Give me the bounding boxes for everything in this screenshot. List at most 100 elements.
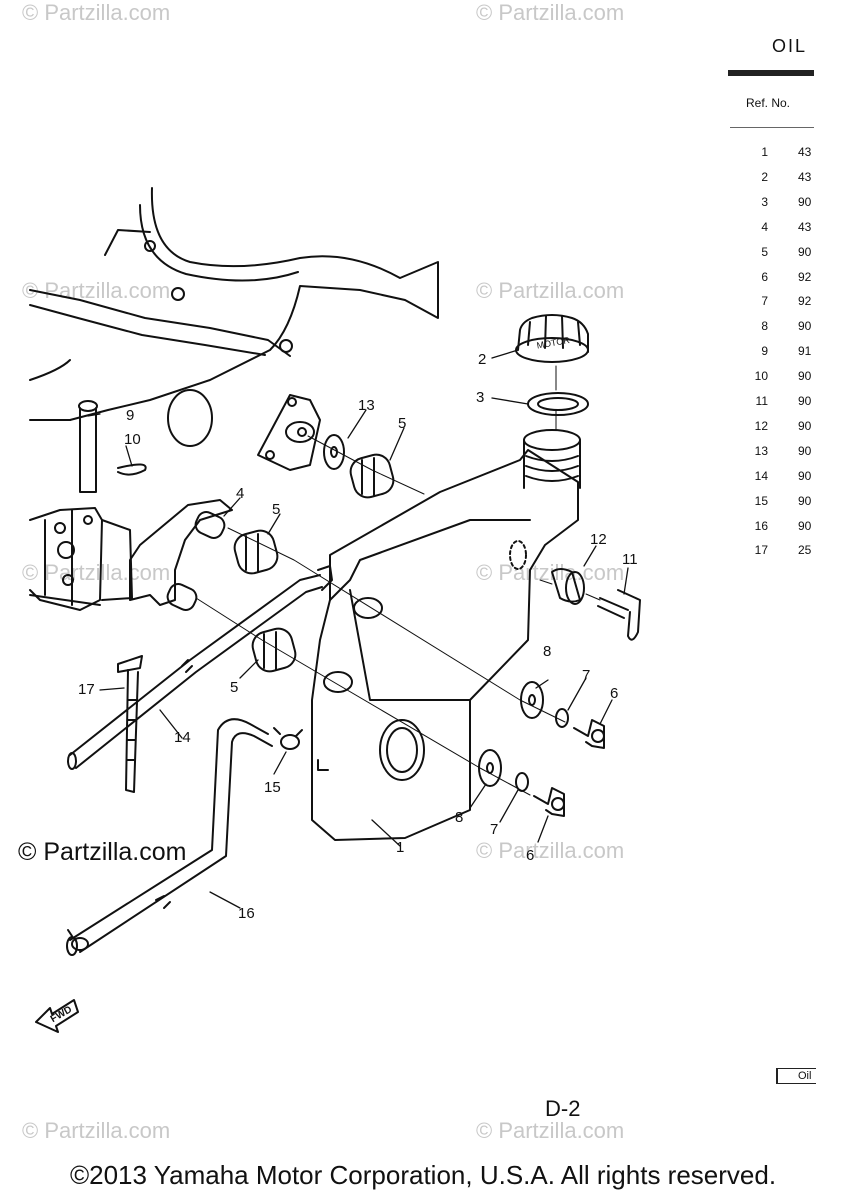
part-number-fragment: 90 [798,443,812,458]
parts-row: 2 43 [740,170,820,188]
ref-number: 11 [755,394,768,408]
watermark-top-left: © Partzilla.com [22,0,171,25]
part-number-fragment: 92 [798,294,812,309]
copyright-footer: ©2013 Yamaha Motor Corporation, U.S.A. A… [69,1160,777,1190]
part-number-fragment: 90 [798,194,812,209]
partzilla-watermark: © Partzilla.com [18,838,187,866]
o-ring-3 [527,392,589,416]
cap-12 [551,568,585,605]
ref-number: 12 [754,418,768,433]
watermark-bottom-left: © Partzilla.com [22,1118,171,1143]
grommet-5-top [349,453,395,499]
ref-number: 4 [761,219,768,234]
assembly-centerlines [195,365,601,796]
callout-12: 12 [590,531,607,548]
part-number-fragment: 43 [798,145,812,159]
ref-number: 5 [761,244,768,259]
part-number-fragment: 90 [798,418,812,433]
cap-label: MOTOR [536,335,571,351]
callout-16: 16 [238,905,255,922]
oil-tank-body [311,429,581,841]
parts-row: 1 43 [740,145,820,163]
part-number-fragment: 90 [798,319,812,334]
watermark-mid-left: © Partzilla.com [22,278,171,303]
callout-7: 7 [490,821,498,838]
part-number-fragment: 90 [798,369,812,384]
page-code: D-2 [545,1096,581,1121]
oil-hose-14 [67,565,333,770]
header-rule [728,70,814,76]
ref-number: 17 [754,543,768,558]
ref-number: 7 [761,294,768,309]
callout-7: 7 [582,667,590,684]
callout-17: 17 [78,681,95,698]
callout-5: 5 [272,501,280,518]
oil-hose-16 [66,718,273,956]
grommet-5-mid [233,529,279,575]
callout-8: 8 [455,809,463,826]
callout-9: 9 [126,407,134,424]
callout-13: 13 [358,397,375,414]
hose-clamp-15 [273,727,303,750]
screw-6-lower [533,787,565,817]
callout-3: 3 [476,389,484,406]
washer-13-hole [330,446,338,458]
parts-row: 7 92 [740,294,820,312]
ref-number: 3 [761,194,768,209]
bracket-part-4 [129,499,233,611]
part-number-fragment: 43 [798,219,812,234]
watermark-mid-right: © Partzilla.com [476,278,625,303]
part-number-fragment: 25 [798,543,812,558]
washer-8-lower [478,749,502,787]
part-number-fragment: 43 [798,169,812,184]
washer-13 [323,434,345,470]
callout-4: 4 [236,485,244,502]
legend-oil-box: Oil [776,1068,816,1084]
part-number-fragment: 90 [798,394,812,408]
leader-lines [87,349,629,909]
ref-number: 13 [754,443,768,458]
callout-5: 5 [230,679,238,696]
section-title: OIL [772,36,808,56]
parts-row: 3 90 [740,195,820,213]
fwd-arrow-icon: FWD [35,999,79,1033]
parts-row: 11 90 [740,394,820,412]
bolt-9 [78,400,98,493]
parts-row: 13 90 [740,444,820,462]
screw-6-upper [573,719,605,749]
part-number-fragment: 90 [798,468,812,483]
callout-5: 5 [398,415,406,432]
parts-row: 6 92 [740,270,820,288]
mounting-plate-upper [257,394,321,471]
ref-number: 2 [761,169,768,184]
ref-number: 1 [761,145,768,159]
callout-8: 8 [543,643,551,660]
oil-tank-exploded-diagram: MOTOR [29,187,641,1033]
callout-1: 1 [396,839,404,856]
header-underline [730,127,814,128]
ref-number: 10 [754,369,768,384]
cable-tie-17 [117,655,143,793]
callout-10: 10 [124,431,141,448]
callout-2: 2 [478,351,486,368]
part-number-fragment: 91 [798,344,812,359]
part-number-fragment: 92 [798,269,812,284]
watermark-center-left: © Partzilla.com [22,560,171,585]
callout-6: 6 [526,847,534,864]
clip-10 [117,463,147,476]
watermark-low-right: © Partzilla.com [476,838,625,863]
parts-row: 10 90 [740,369,820,387]
ref-no-column-header: Ref. No. [746,96,791,110]
part-number-fragment: 90 [798,493,812,508]
hose-clamp-lower [67,929,89,951]
wing-bolt-11 [597,589,641,641]
parts-row: 4 43 [740,220,820,238]
ref-number: 6 [761,269,768,284]
ref-number: 14 [754,468,768,483]
